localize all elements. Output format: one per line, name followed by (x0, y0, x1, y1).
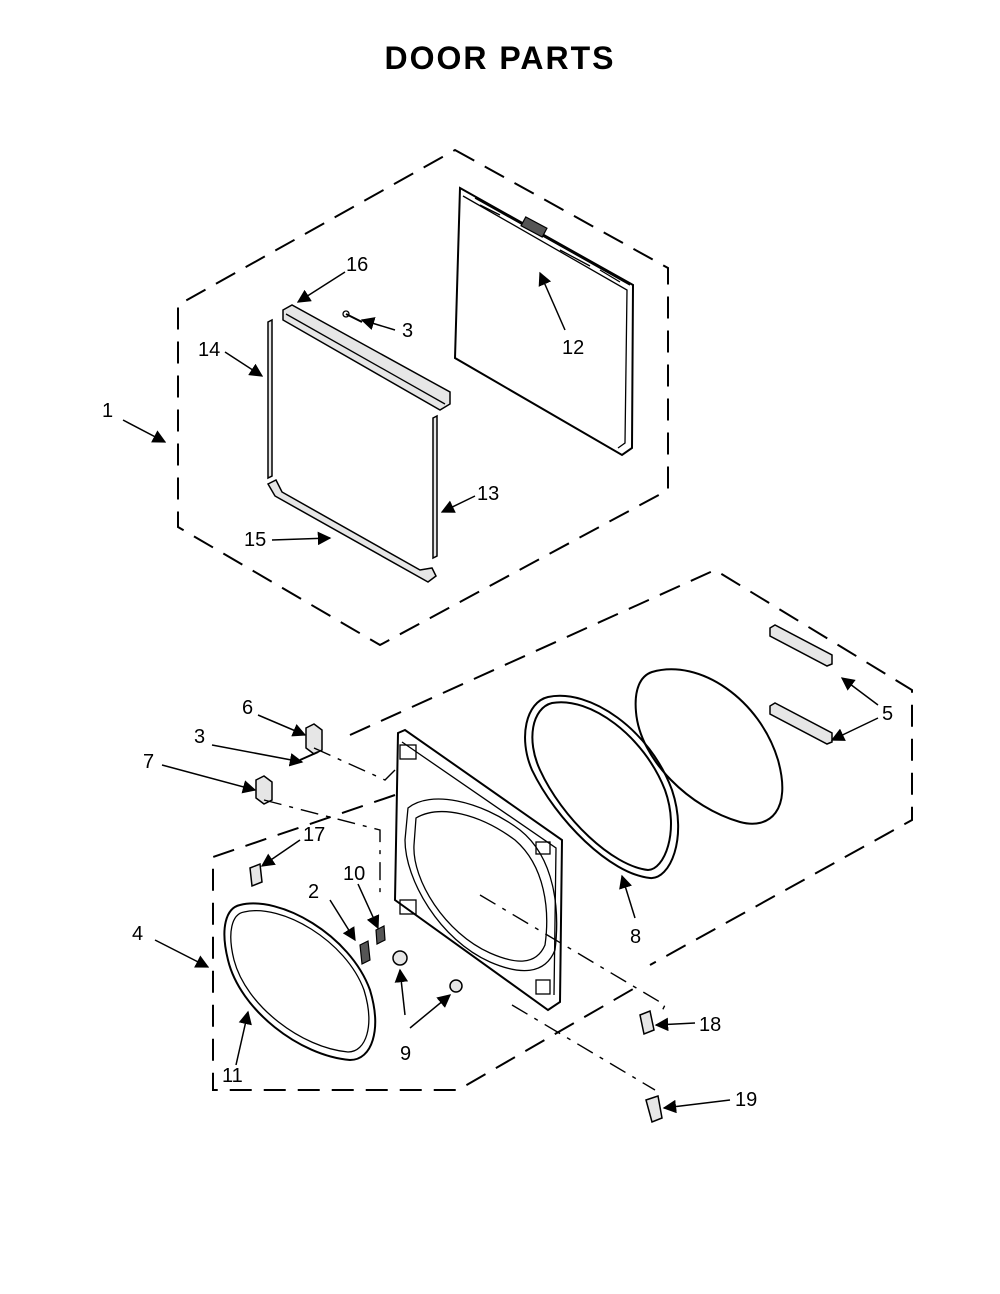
hinge-cover-19 (645, 1095, 663, 1124)
connection-line-19 (511, 1004, 656, 1091)
inner-door-assembly-boundary-left (212, 794, 641, 1091)
door-latch (359, 940, 371, 965)
screw-lower (299, 751, 319, 761)
strike-pad (249, 862, 263, 888)
inner-door-assembly-boundary (349, 568, 913, 966)
callout-15: 15 (244, 529, 266, 551)
hinge-bracket-upper (305, 723, 323, 755)
hinge-bracket-lower (255, 775, 273, 805)
callout-10: 10 (343, 863, 365, 885)
callout-11: 11 (222, 1065, 243, 1087)
outer-door-panel (453, 186, 635, 457)
door-strike (375, 925, 386, 945)
callout-3-lower: 3 (194, 726, 205, 748)
right-side-trim (432, 414, 438, 560)
door-glass-inner (634, 668, 784, 825)
connection-line-18 (479, 894, 666, 1016)
door-strips (769, 624, 833, 745)
outer-door-assembly-boundary (177, 148, 669, 647)
hinge-connection-line (313, 747, 396, 781)
top-trim (282, 304, 451, 411)
callout-12: 12 (562, 337, 584, 359)
hinge-connection-line-2 (263, 799, 381, 900)
callout-2: 2 (308, 881, 319, 903)
callout-17: 17 (303, 824, 325, 846)
inner-door-frame (393, 728, 564, 1012)
callout-9: 9 (400, 1043, 411, 1065)
leader-lines (122, 271, 879, 1114)
inner-window-ring (223, 902, 377, 1062)
callout-14: 14 (198, 339, 220, 361)
hinge-pin-lower (449, 979, 463, 993)
callout-13: 13 (477, 483, 499, 505)
screw-upper (342, 310, 363, 323)
callout-4: 4 (132, 923, 143, 945)
door-gasket (524, 694, 680, 880)
callout-18: 18 (699, 1014, 721, 1036)
callout-19: 19 (735, 1089, 757, 1111)
callout-16: 16 (346, 254, 368, 276)
hinge-cover-18 (639, 1009, 655, 1036)
bottom-trim (266, 478, 437, 583)
page-title: DOOR PARTS (384, 40, 616, 76)
callout-1: 1 (102, 400, 113, 422)
left-side-trim (267, 318, 273, 480)
callout-7: 7 (143, 751, 154, 773)
callout-6: 6 (242, 697, 253, 719)
hinge-pin-upper (392, 950, 408, 966)
callout-8: 8 (630, 926, 641, 948)
callout-5: 5 (882, 703, 893, 725)
callout-3-upper: 3 (402, 320, 413, 342)
